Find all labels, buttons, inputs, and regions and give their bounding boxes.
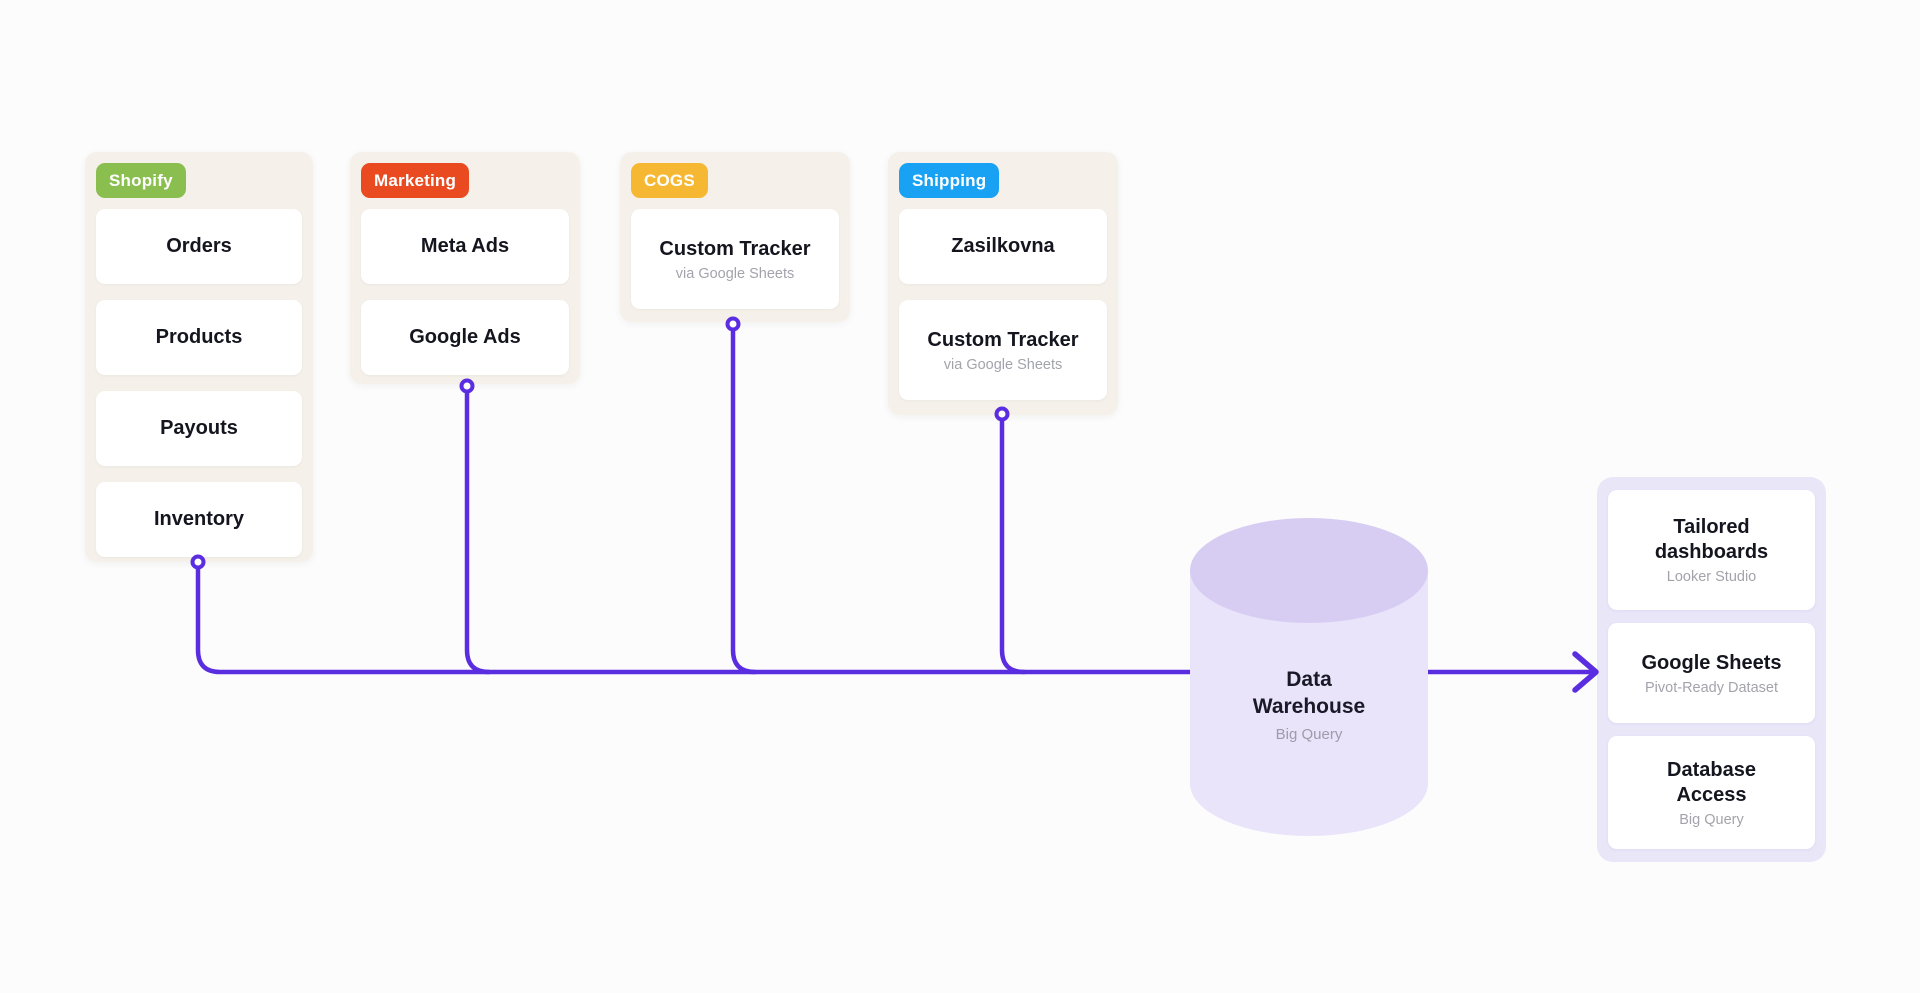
source-group-marketing: Marketing Meta Ads Google Ads [350,152,580,384]
cylinder-top-cap [1190,518,1428,623]
node-subtitle: via Google Sheets [675,265,795,282]
output-node-dashboards: Tailored dashboards Looker Studio [1608,490,1815,610]
source-group-shopify: Shopify Orders Products Payouts Inventor… [85,152,313,562]
cogs-badge: COGS [631,163,708,198]
node-title: Google Sheets [1641,651,1782,674]
node-title: Zasilkovna [951,235,1055,257]
node-title: Products [155,326,243,348]
node-title: Meta Ads [420,235,510,257]
node-title: Database Access [1667,758,1756,806]
arrowhead-icon [1572,651,1599,693]
source-node-orders: Orders [96,209,302,284]
output-node-database-access: Database Access Big Query [1608,736,1815,849]
node-subtitle: Pivot-Ready Dataset [1645,679,1778,696]
node-subtitle: Looker Studio [1666,569,1757,585]
data-warehouse-node: Data Warehouse Big Query [1190,518,1428,836]
source-node-custom-tracker-cogs: Custom Tracker via Google Sheets [631,209,839,309]
warehouse-title: Data Warehouse [1252,668,1366,719]
node-title: Custom Tracker [659,237,811,260]
wire-marketing-to-warehouse [464,383,492,675]
source-node-meta-ads: Meta Ads [361,209,569,284]
warehouse-label: Data Warehouse Big Query [1190,666,1428,743]
source-group-shipping: Shipping Zasilkovna Custom Tracker via G… [888,152,1118,415]
node-subtitle: via Google Sheets [943,356,1063,373]
outputs-panel: Tailored dashboards Looker Studio Google… [1597,477,1826,862]
shipping-badge: Shipping [899,163,1000,198]
node-title: Inventory [153,508,245,530]
marketing-badge: Marketing [361,163,470,198]
warehouse-subtitle: Big Query [1275,725,1343,743]
source-node-custom-tracker-shipping: Custom Tracker via Google Sheets [899,300,1107,400]
node-title: Google Ads [409,326,521,348]
node-title: Tailored dashboards [1654,516,1769,563]
node-subtitle: Big Query [1679,811,1744,828]
node-title: Orders [166,235,232,257]
source-node-inventory: Inventory [96,482,302,557]
source-group-cogs: COGS Custom Tracker via Google Sheets [620,152,850,322]
node-title: Custom Tracker [927,328,1079,351]
source-node-payouts: Payouts [96,391,302,466]
source-node-google-ads: Google Ads [361,300,569,375]
shopify-badge: Shopify [96,163,186,198]
node-title: Payouts [160,417,238,439]
wire-cogs-to-warehouse [730,321,758,675]
wire-shipping-to-warehouse [999,411,1027,675]
source-node-zasilkovna: Zasilkovna [899,209,1107,284]
output-node-google-sheets: Google Sheets Pivot-Ready Dataset [1608,623,1815,723]
source-node-products: Products [96,300,302,375]
